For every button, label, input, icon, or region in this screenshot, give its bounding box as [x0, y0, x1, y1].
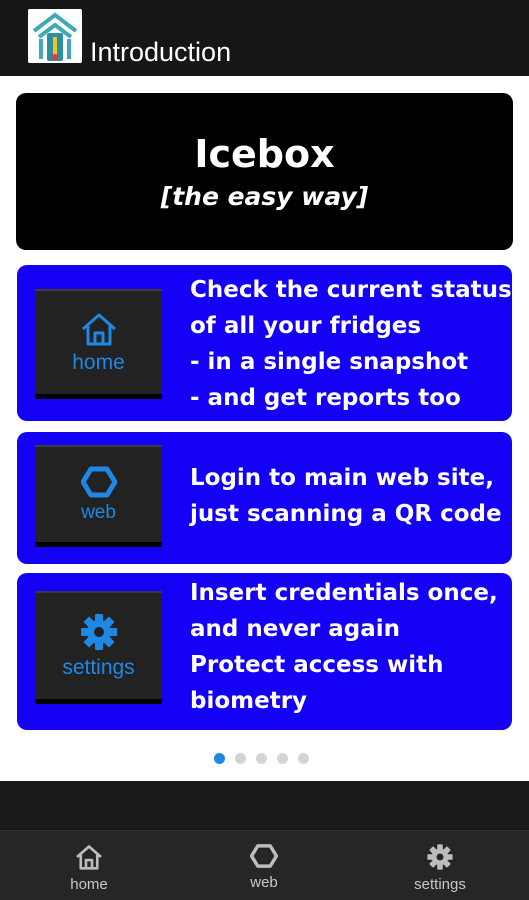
gear-icon — [80, 614, 117, 650]
page-dot[interactable] — [214, 753, 225, 764]
hexagon-icon — [250, 844, 278, 868]
page-dot[interactable] — [298, 753, 309, 764]
card-line: of all your fridges — [190, 313, 422, 339]
home-icon — [76, 845, 102, 870]
card-line: and never again — [190, 616, 401, 642]
home-tile-label: home — [72, 350, 125, 374]
nav-home-label: home — [70, 876, 108, 893]
icebox-logo-icon — [28, 9, 82, 63]
nav-home-button[interactable]: home — [29, 843, 149, 893]
page-title: Introduction — [90, 37, 232, 67]
card-line: - and get reports too — [190, 385, 461, 411]
home-icon — [81, 313, 116, 345]
card-line: Login to main web site, — [190, 465, 494, 491]
web-tile-label: web — [81, 501, 116, 523]
home-tile: home — [35, 289, 162, 399]
hero-banner: Icebox [the easy way] — [16, 93, 513, 250]
page-dot[interactable] — [277, 753, 288, 764]
card-line: Protect access with — [190, 652, 444, 678]
hero-subtitle: [the easy way] — [160, 182, 369, 211]
card-line: Check the current status — [190, 277, 512, 303]
settings-tile: settings — [35, 591, 162, 704]
card-description: Insert credentials once, and never again… — [190, 575, 504, 719]
web-tile: web — [35, 445, 162, 547]
settings-tile-label: settings — [62, 656, 135, 679]
hero-title: Icebox — [194, 132, 335, 176]
card-line: biometry — [190, 688, 308, 714]
app-header: Introduction — [0, 0, 529, 76]
hexagon-icon — [80, 466, 117, 497]
nav-settings-button[interactable]: settings — [380, 843, 500, 893]
page-dot[interactable] — [256, 753, 267, 764]
gear-icon — [427, 844, 453, 870]
card-line: - in a single snapshot — [190, 349, 469, 375]
card-line: just scanning a QR code — [190, 501, 502, 527]
nav-settings-label: settings — [414, 876, 466, 893]
page-dot[interactable] — [235, 753, 246, 764]
nav-web-button[interactable]: web — [204, 843, 324, 891]
feature-card-web: web Login to main web site, just scannin… — [17, 432, 512, 564]
page-indicator — [214, 753, 324, 765]
feature-card-home: home Check the current status of all you… — [17, 265, 512, 421]
card-description: Login to main web site, just scanning a … — [190, 460, 504, 532]
intro-content[interactable]: Icebox [the easy way] home Check the cur… — [0, 76, 529, 781]
card-description: Check the current status of all your fri… — [190, 272, 512, 416]
card-line: Insert credentials once, — [190, 580, 498, 606]
nav-web-label: web — [250, 874, 278, 891]
bottom-navigation: home web settings — [0, 830, 529, 900]
feature-card-settings: settings Insert credentials once, and ne… — [17, 573, 512, 730]
